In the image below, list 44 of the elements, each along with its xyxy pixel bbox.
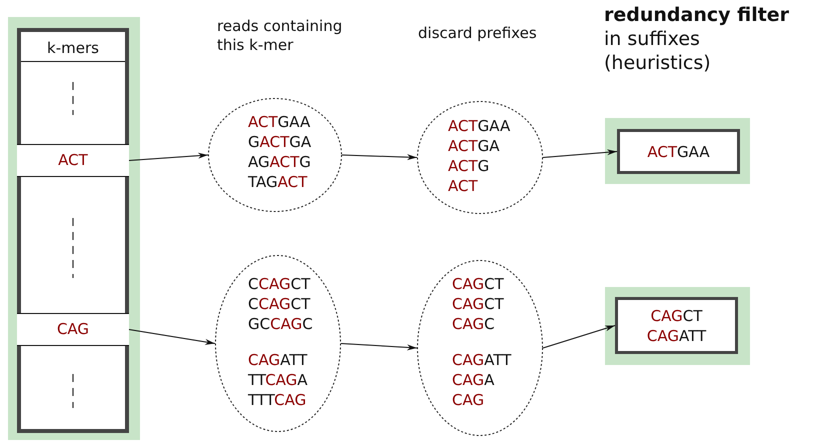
read-sequence: ACTGA — [448, 136, 500, 156]
k-mer-text: ACT — [57, 150, 89, 170]
filtered-reads-box — [617, 129, 740, 174]
read-sequence: ACT — [448, 176, 478, 196]
read-sequence: CAGC — [452, 314, 495, 334]
read-set-blob — [215, 255, 341, 432]
column-heading: reads containing this k-mer — [217, 17, 344, 55]
k-mer-row — [17, 313, 129, 346]
filtered-reads-box — [615, 297, 738, 354]
k-mer-table — [17, 28, 129, 433]
arrow — [128, 152, 208, 161]
arrow — [342, 154, 418, 160]
read-sequence: AGACTG — [248, 152, 311, 172]
read-sequence: ACTGAA — [248, 112, 310, 132]
arrow — [542, 325, 616, 348]
read-sequence: ACTGAA — [448, 116, 510, 136]
read-sequence: ACTG — [448, 156, 490, 176]
read-sequence: CAGCT — [452, 274, 504, 294]
arrow — [340, 343, 418, 350]
k-mer-row — [17, 144, 129, 177]
read-sequence: TAGACT — [248, 172, 308, 192]
read-sequence: GACTGA — [248, 132, 312, 152]
read-set-blob — [208, 98, 342, 212]
read-sequence: CCAGCT — [248, 294, 310, 314]
read-sequence: CAGCT — [650, 306, 702, 326]
column-header: k-mers — [46, 38, 100, 58]
read-sequence: CCAGCT — [248, 274, 310, 294]
read-set-blob — [417, 260, 543, 436]
arrow — [128, 329, 216, 345]
k-mer-text: CAG — [56, 319, 90, 339]
read-sequence: ACTGAA — [647, 142, 710, 162]
read-sequence: CAGATT — [452, 350, 512, 370]
read-sequence: TTCAGA — [248, 370, 308, 390]
read-sequence: CAGATT — [248, 350, 308, 370]
read-sequence: CAGATT — [646, 326, 706, 346]
read-set-blob — [417, 101, 543, 214]
column-heading: redundancy filter in suffixes (heuristics) — [604, 3, 790, 75]
arrow — [542, 149, 618, 158]
column-heading: discard prefixes — [418, 24, 538, 43]
read-sequence: CAGCT — [452, 294, 504, 314]
read-sequence: GCCAGC — [248, 314, 313, 334]
read-sequence: CAGA — [452, 370, 494, 390]
read-sequence: CAG — [452, 390, 484, 410]
read-sequence: TTTCAG — [248, 390, 306, 410]
